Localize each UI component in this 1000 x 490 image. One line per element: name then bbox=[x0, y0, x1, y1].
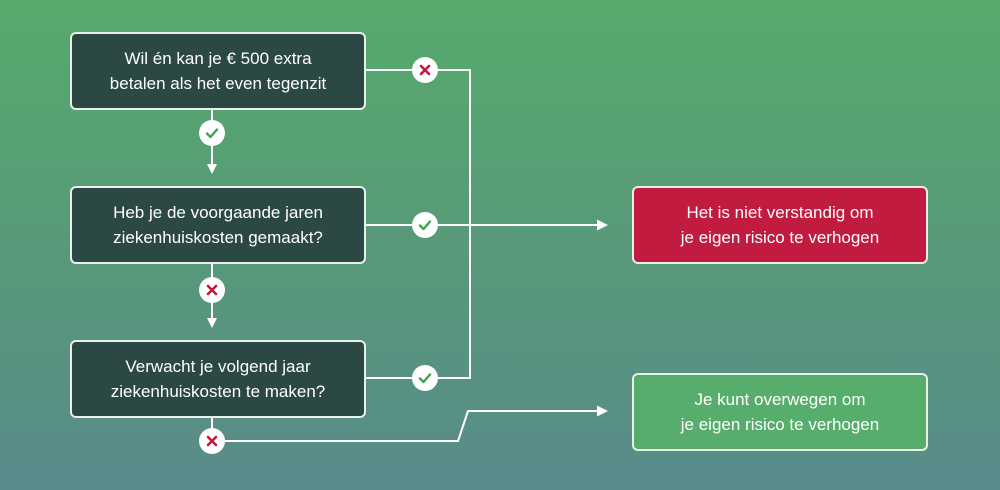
question-box-expected-costs: Verwacht je volgend jaar ziekenhuiskoste… bbox=[70, 340, 366, 418]
cross-icon bbox=[199, 428, 225, 454]
question-text: Heb je de voorgaande jaren ziekenhuiskos… bbox=[113, 203, 323, 247]
check-icon bbox=[412, 212, 438, 238]
outcome-box-not-advisable: Het is niet verstandig om je eigen risic… bbox=[632, 186, 928, 264]
cross-icon bbox=[412, 57, 438, 83]
outcome-text: Het is niet verstandig om je eigen risic… bbox=[680, 203, 880, 247]
check-icon bbox=[412, 365, 438, 391]
question-box-previous-costs: Heb je de voorgaande jaren ziekenhuiskos… bbox=[70, 186, 366, 264]
outcome-text: Je kunt overwegen om je eigen risico te … bbox=[680, 390, 880, 434]
question-box-extra-payment: Wil én kan je € 500 extra betalen als he… bbox=[70, 32, 366, 110]
question-text: Wil én kan je € 500 extra betalen als he… bbox=[109, 49, 327, 93]
outcome-box-consider: Je kunt overwegen om je eigen risico te … bbox=[632, 373, 928, 451]
check-icon bbox=[199, 120, 225, 146]
cross-icon bbox=[199, 277, 225, 303]
question-text: Verwacht je volgend jaar ziekenhuiskoste… bbox=[110, 357, 326, 401]
